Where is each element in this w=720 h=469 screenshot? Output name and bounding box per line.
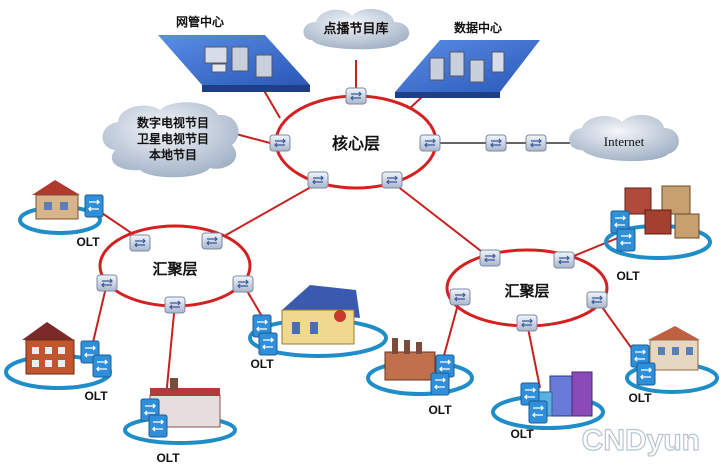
olt-site-top-left: OLT xyxy=(18,180,104,249)
olt-label: OLT xyxy=(510,427,534,441)
core-ring-label: 核心层 xyxy=(332,134,380,153)
tv-programs-line1: 数字电视节目 xyxy=(137,115,209,130)
olt-site-middle: OLT xyxy=(248,285,388,371)
olt-site-top-right: OLT xyxy=(604,185,712,283)
olt-label: OLT xyxy=(250,357,274,371)
tv-programs-line3: 本地节目 xyxy=(149,147,197,162)
tv-programs-cloud: 数字电视节目 卫星电视节目 本地节目 xyxy=(102,102,239,178)
network-center-label: 网管中心 xyxy=(176,14,224,29)
internet-label: Internet xyxy=(604,134,645,149)
olt-site-office: OLT xyxy=(491,371,605,441)
vod-library-label: 点播节目库 xyxy=(323,21,388,37)
olt-site-right: OLT xyxy=(625,326,719,405)
data-center-panel: 数据中心 xyxy=(395,20,540,98)
olt-label: OLT xyxy=(156,451,180,465)
olt-label: OLT xyxy=(76,235,100,249)
agg-ring-right-label: 汇聚层 xyxy=(504,282,549,300)
watermark: CNDyun xyxy=(582,424,700,457)
olt-label: OLT xyxy=(428,403,452,417)
vod-library-cloud: 点播节目库 xyxy=(303,8,410,50)
data-center-label: 数据中心 xyxy=(454,20,502,35)
olt-site-left: OLT xyxy=(4,322,112,403)
internet-cloud: Internet xyxy=(569,114,679,162)
olt-label: OLT xyxy=(616,269,640,283)
tv-programs-line2: 卫星电视节目 xyxy=(137,131,209,146)
olt-label: OLT xyxy=(84,389,108,403)
olt-label: OLT xyxy=(628,391,652,405)
olt-site-bottom-middle: OLT xyxy=(123,378,237,465)
agg-ring-left-label: 汇聚层 xyxy=(152,260,197,278)
network-center-panel: 网管中心 xyxy=(158,14,310,92)
olt-site-factory: OLT xyxy=(366,338,474,417)
